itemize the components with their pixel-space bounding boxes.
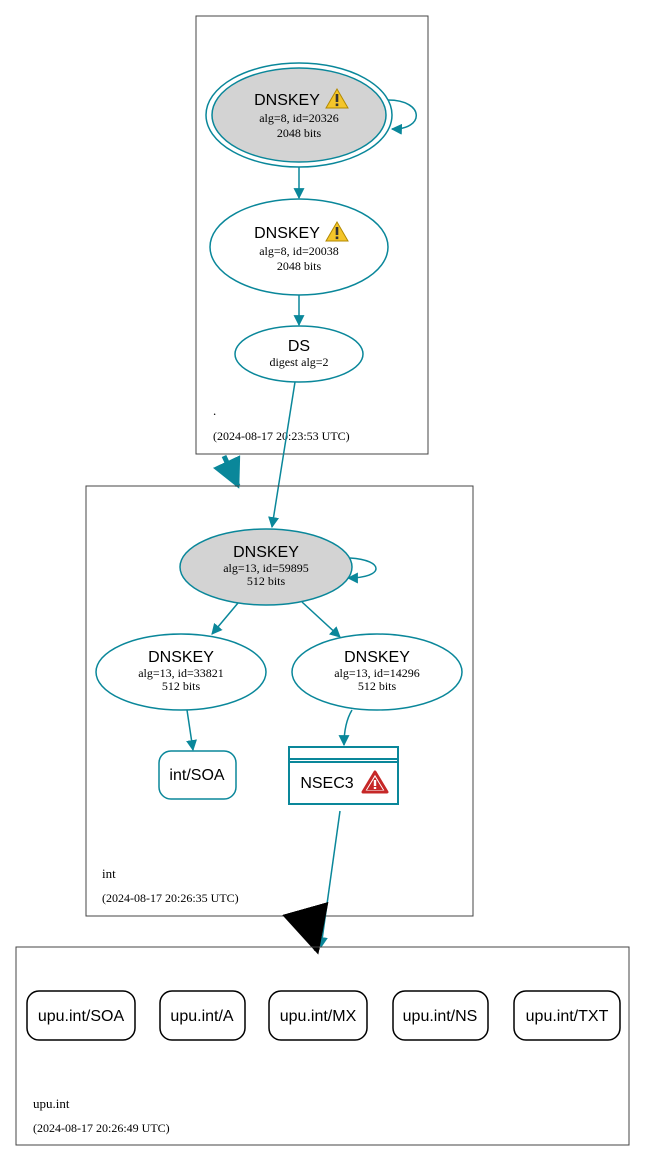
record-upu-txt[interactable]: upu.int/TXT [513, 990, 621, 1041]
node-root-zsk-bits: 2048 bits [277, 259, 322, 273]
node-int-soa-label: int/SOA [169, 767, 224, 784]
node-root-ksk[interactable]: DNSKEY alg=8, id=20326 2048 bits [205, 62, 393, 168]
node-root-zsk-title: DNSKEY [254, 225, 320, 242]
zone-int-timestamp: (2024-08-17 20:26:35 UTC) [102, 891, 239, 905]
edge-zsk1-int-soa [186, 709, 197, 752]
node-ds-title: DS [288, 338, 310, 355]
edge-int-ksk-self [346, 557, 377, 584]
zone-root-name: . [213, 403, 216, 418]
edge-int-ksk-zsk2 [301, 601, 341, 638]
zone-upu-name: upu.int [33, 1096, 70, 1111]
edge-delegation-root-int [212, 454, 241, 489]
node-ds-alg: digest alg=2 [269, 355, 328, 369]
zone-upu-timestamp: (2024-08-17 20:26:49 UTC) [33, 1121, 170, 1135]
record-label: upu.int/SOA [38, 1008, 125, 1025]
edge-int-ksk-zsk1 [211, 602, 239, 635]
record-label: upu.int/A [170, 1008, 233, 1025]
zone-root-box [195, 15, 429, 455]
edge-delegation-int-upu [282, 901, 329, 955]
node-int-soa[interactable]: int/SOA [158, 750, 237, 800]
node-int-ksk[interactable]: DNSKEY alg=13, id=59895 512 bits [179, 528, 353, 606]
record-upu-a[interactable]: upu.int/A [159, 990, 246, 1041]
node-int-zsk1-bits: 512 bits [162, 679, 201, 693]
node-ds[interactable]: DS digest alg=2 [234, 325, 364, 383]
zone-int: int (2024-08-17 20:26:35 UTC) [85, 485, 474, 917]
node-root-ksk-alg: alg=8, id=20326 [259, 111, 339, 125]
record-upu-soa[interactable]: upu.int/SOA [26, 990, 136, 1041]
node-int-ksk-alg: alg=13, id=59895 [223, 561, 309, 575]
warning-icon [325, 221, 349, 242]
error-icon [361, 770, 389, 794]
node-int-zsk1-alg: alg=13, id=33821 [138, 666, 224, 680]
node-int-zsk2-alg: alg=13, id=14296 [334, 666, 420, 680]
node-int-zsk1-title: DNSKEY [148, 649, 214, 666]
node-int-zsk1[interactable]: DNSKEY alg=13, id=33821 512 bits [95, 633, 267, 711]
node-int-zsk2[interactable]: DNSKEY alg=13, id=14296 512 bits [291, 633, 463, 711]
edge-nsec3-upu [316, 810, 341, 949]
node-int-zsk2-bits: 512 bits [358, 679, 397, 693]
edge-ds-int-ksk [268, 381, 296, 529]
node-int-ksk-title: DNSKEY [233, 544, 299, 561]
warning-icon [325, 88, 349, 109]
record-label: upu.int/TXT [526, 1008, 609, 1025]
zone-upu-box [15, 946, 630, 1146]
edge-root-ksk-self [387, 99, 417, 135]
node-int-ksk-bits: 512 bits [247, 574, 286, 588]
zone-int-name: int [102, 866, 116, 881]
record-label: upu.int/MX [280, 1008, 357, 1025]
node-root-zsk[interactable]: DNSKEY alg=8, id=20038 2048 bits [209, 198, 389, 296]
record-label: upu.int/NS [403, 1008, 478, 1025]
node-root-ksk-title: DNSKEY [254, 92, 320, 109]
node-int-zsk2-title: DNSKEY [344, 649, 410, 666]
node-root-ksk-bits: 2048 bits [277, 126, 322, 140]
edge-zsk2-nsec3 [338, 709, 353, 747]
record-upu-mx[interactable]: upu.int/MX [268, 990, 368, 1041]
zone-root: . (2024-08-17 20:23:53 UTC) [195, 15, 429, 455]
node-root-zsk-alg: alg=8, id=20038 [259, 244, 339, 258]
record-upu-ns[interactable]: upu.int/NS [392, 990, 489, 1041]
zone-int-box [85, 485, 474, 917]
node-nsec3-label: NSEC3 [300, 775, 353, 792]
node-nsec3[interactable]: NSEC3 [288, 746, 399, 805]
zone-root-timestamp: (2024-08-17 20:23:53 UTC) [213, 429, 350, 443]
zone-upu: upu.int (2024-08-17 20:26:49 UTC) [15, 946, 630, 1146]
